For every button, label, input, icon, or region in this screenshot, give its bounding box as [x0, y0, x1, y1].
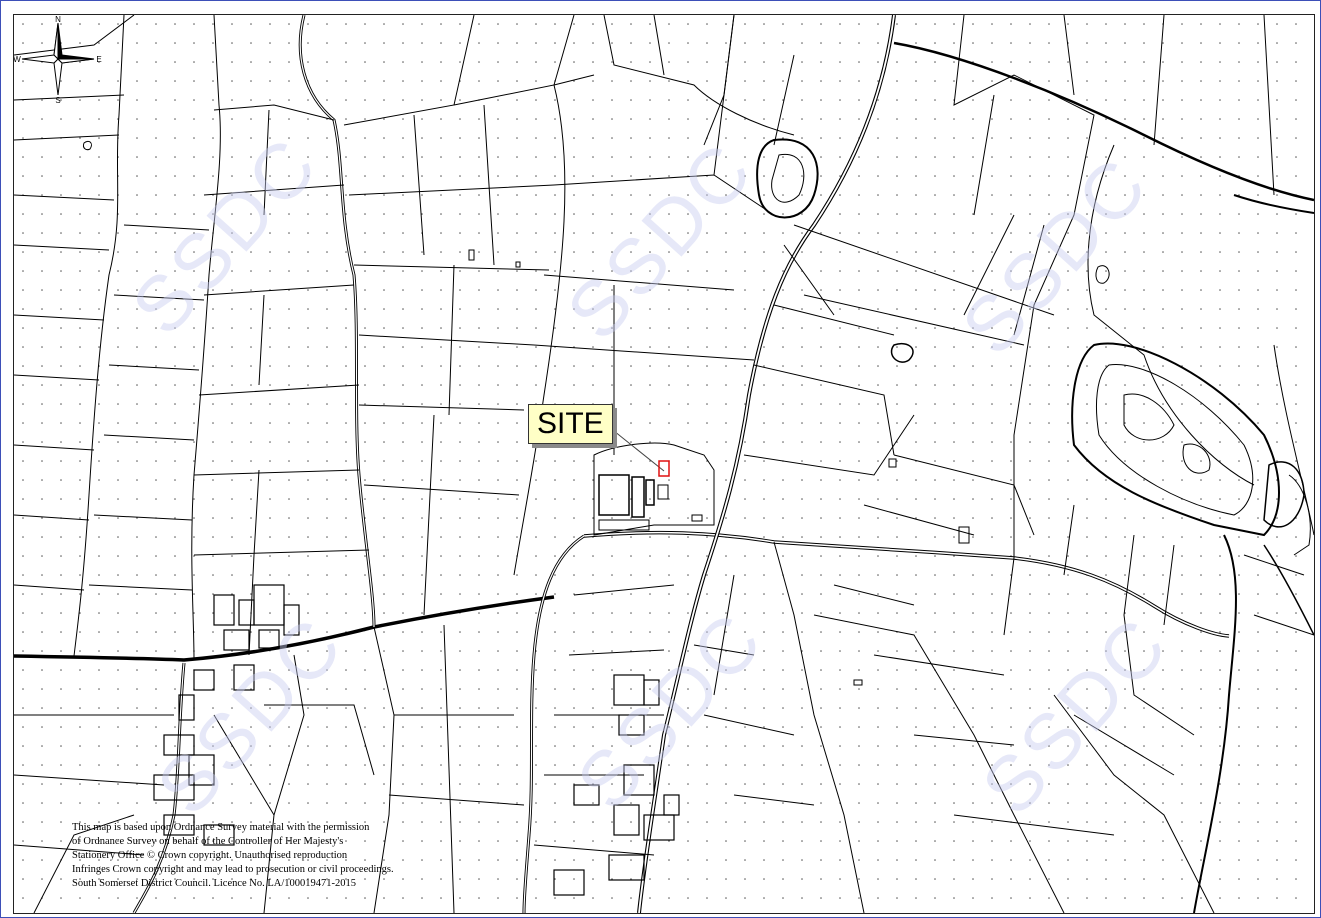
copyright-line: Infringes Crown copyright and may lead t… [72, 864, 394, 875]
village-south [553, 674, 680, 896]
pond-north [756, 138, 819, 219]
compass-s: S [55, 96, 60, 103]
village-west [153, 584, 300, 846]
map-canvas[interactable]: SSDC SSDC SSDC SSDC SSDC SSDC SITE This … [13, 14, 1315, 914]
compass-n: N [55, 15, 61, 24]
site-leader-line [608, 426, 665, 472]
lake-complex [1071, 342, 1280, 537]
compass-rose-icon: N S E W [14, 15, 102, 103]
site-marker [658, 460, 670, 477]
grid-dots [14, 15, 1314, 913]
copyright-line: Stationery Office © Crown copyright. Una… [72, 850, 348, 861]
farmyard [593, 442, 715, 536]
compass-w: W [14, 55, 21, 64]
map-linework [14, 15, 1314, 913]
compass-e: E [96, 55, 101, 64]
copyright-notice: This map is based upon Ordnance Survey m… [72, 821, 394, 891]
road-northeast [893, 41, 1314, 202]
copyright-line: of Ordnance Survey on behalf of the Cont… [72, 836, 344, 847]
site-label: SITE [528, 404, 613, 444]
copyright-line: South Somerset District Council. Licence… [72, 878, 357, 889]
copyright-line: This map is based upon Ordnance Survey m… [72, 822, 370, 833]
